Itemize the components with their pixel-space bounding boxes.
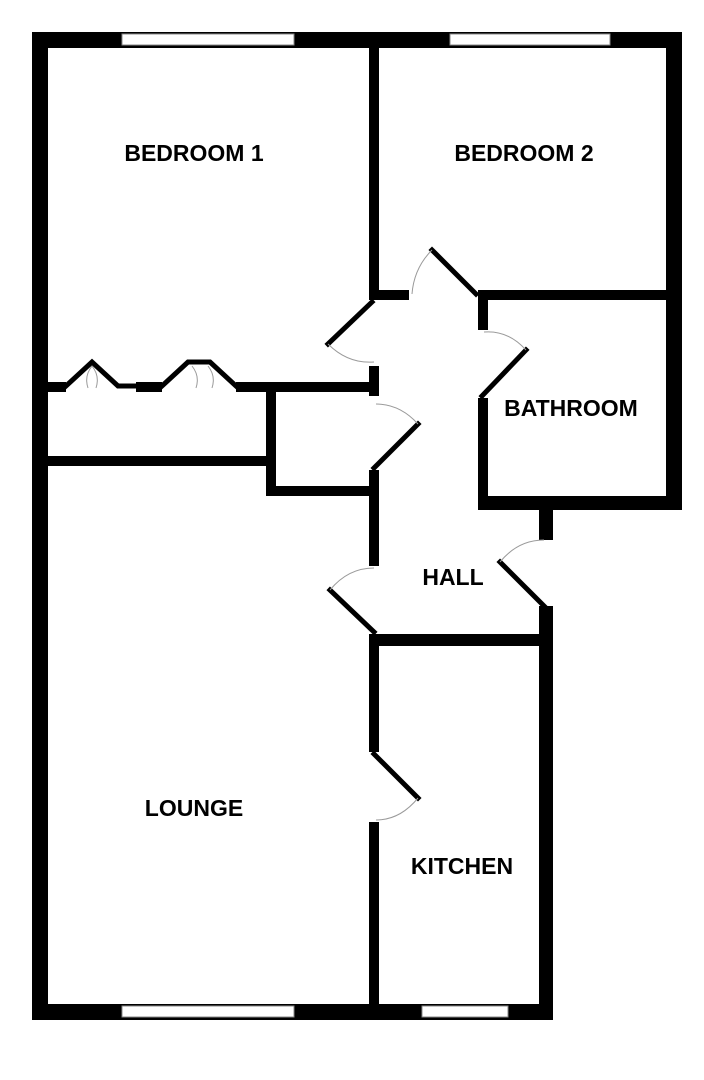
window-kitchen — [421, 1005, 509, 1018]
door-bedroom2-arc — [411, 249, 433, 295]
room-label-bedroom2: BEDROOM 2 — [454, 140, 593, 166]
wall-bathroom-left-upper — [478, 290, 488, 330]
wall-hall-stub — [539, 496, 553, 540]
door-kitchen-arc — [375, 797, 419, 821]
wall-cupboard-left — [266, 392, 276, 496]
wall-cupboard-right-upper — [369, 366, 379, 396]
wardrobe-door-1-arc-a — [91, 365, 98, 389]
door-kitchen — [370, 750, 422, 802]
wall-left — [32, 32, 48, 1020]
wall-cupboard-bottom — [266, 486, 379, 496]
wall-lounge-kitchen-upper — [369, 634, 379, 752]
wall-bathroom-top — [478, 290, 682, 300]
room-label-lounge: LOUNGE — [145, 795, 243, 821]
door-bedroom1-arc — [327, 343, 375, 363]
wall-lounge-kitchen-lower — [369, 822, 379, 1020]
door-bathroom-arc — [483, 331, 527, 351]
doors — [324, 246, 548, 821]
wall-wardrobe-top-2 — [136, 382, 162, 392]
door-cupboard — [370, 420, 422, 472]
wall-bedroom-divider — [369, 32, 379, 300]
wall-lounge-top — [48, 456, 276, 466]
room-label-bathroom: BATHROOM — [504, 395, 638, 421]
room-label-kitchen: KITCHEN — [411, 853, 513, 879]
room-labels: BEDROOM 1 BEDROOM 2 BATHROOM HALL LOUNGE… — [124, 140, 638, 879]
wall-right-lower — [539, 606, 553, 1020]
window-lounge — [121, 1005, 295, 1018]
door-lounge — [326, 586, 378, 636]
wall-bathroom-left-lower — [478, 398, 488, 510]
wardrobe-door-1 — [62, 358, 141, 390]
wall-wardrobe-top-1 — [48, 382, 66, 392]
door-lounge-arc — [329, 567, 375, 591]
window-bedroom1 — [121, 33, 295, 46]
exterior-walls — [32, 32, 682, 1020]
door-bathroom — [478, 346, 530, 400]
wardrobe-door-1-arc-b — [86, 365, 93, 389]
wall-wardrobe-top-3 — [236, 382, 379, 392]
wardrobe-door-2-arc-a — [191, 365, 198, 389]
wall-bathroom-bottom — [478, 496, 682, 510]
wardrobe-doors — [62, 358, 240, 390]
door-hall-step-arc — [499, 539, 545, 563]
room-label-bedroom1: BEDROOM 1 — [124, 140, 264, 166]
wardrobe-door-2-arc-b — [207, 365, 214, 389]
window-bedroom2 — [449, 33, 611, 46]
door-bedroom1 — [324, 298, 376, 348]
door-bedroom2 — [428, 246, 480, 298]
windows — [121, 33, 611, 1018]
wall-kitchen-top — [369, 634, 553, 646]
wall-lounge-hall — [369, 470, 379, 566]
wall-right-upper — [666, 32, 682, 510]
door-hall-step — [496, 558, 548, 610]
interior-walls — [48, 32, 682, 1020]
room-label-hall: HALL — [422, 564, 483, 590]
wall-bedroom2-bottom-left — [369, 290, 409, 300]
wardrobe-door-2 — [158, 359, 240, 390]
door-cupboard-arc — [375, 403, 419, 425]
